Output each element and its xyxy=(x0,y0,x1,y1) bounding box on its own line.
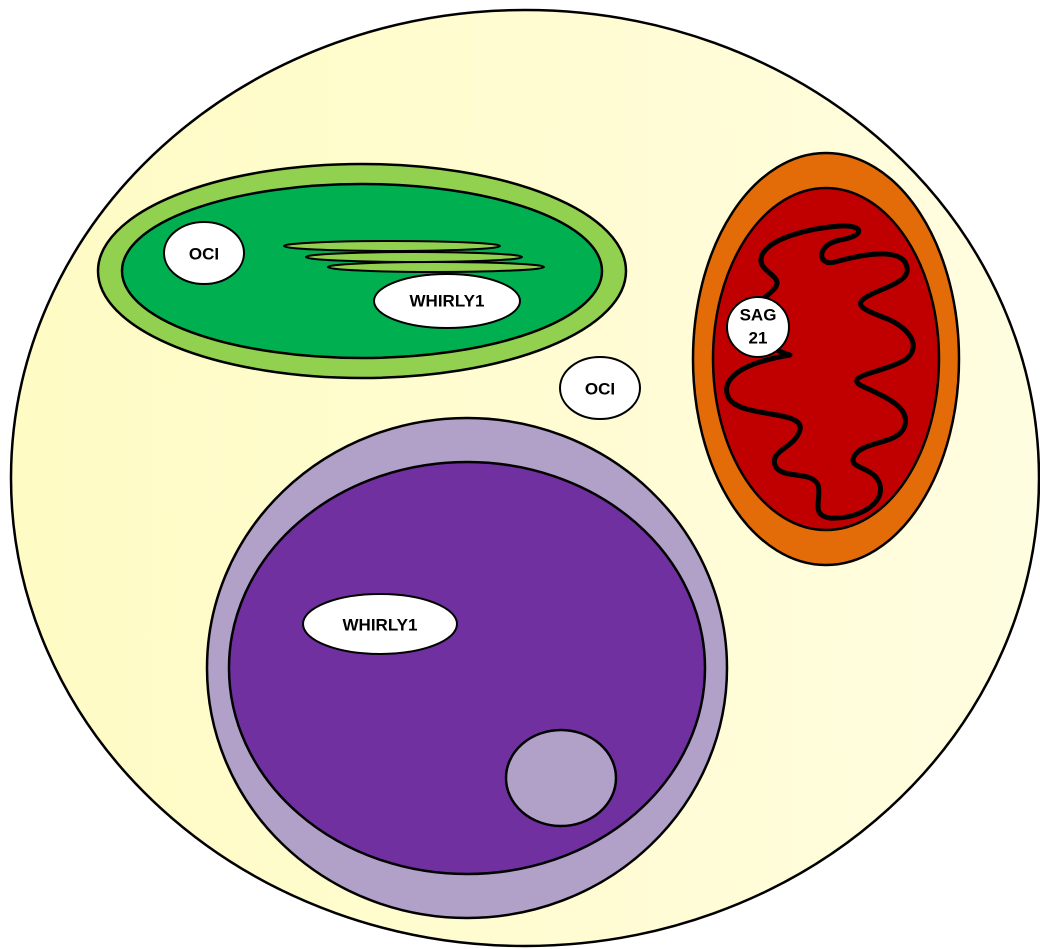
thylakoid-stack xyxy=(284,241,500,251)
thylakoid-stack xyxy=(306,252,522,262)
nucleoplasm xyxy=(229,462,705,874)
chloroplast: OCI WHIRLY1 xyxy=(98,164,626,378)
whirly1-label-nucleus: WHIRLY1 xyxy=(343,615,418,634)
thylakoid-stack xyxy=(328,262,544,272)
whirly1-label-chloroplast: WHIRLY1 xyxy=(410,291,485,310)
nucleolus xyxy=(506,730,616,826)
mitochondrion: SAG 21 xyxy=(693,153,959,565)
sag21-label-line1: SAG xyxy=(740,305,777,324)
oci-label-cytosol: OCI xyxy=(585,379,615,398)
oci-label-chloroplast: OCI xyxy=(189,244,219,263)
nucleus: WHIRLY1 xyxy=(207,418,727,918)
sag21-label-line2: 21 xyxy=(749,328,768,347)
